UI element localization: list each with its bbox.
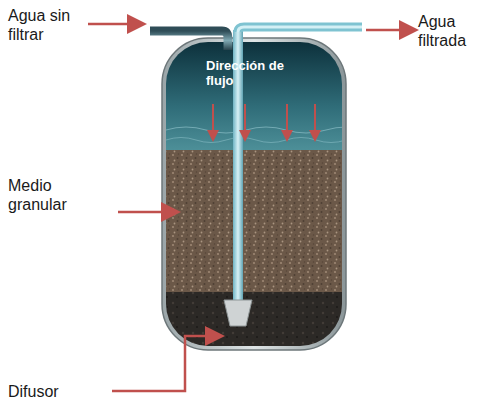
- label-holder: Agua sin filtrar: [8, 6, 86, 44]
- flow-label: Dirección de flujo: [206, 58, 306, 88]
- label-holder: Difusor: [8, 382, 108, 401]
- part-label: Agua filtrada: [418, 12, 488, 50]
- label-holder: Medio granular: [8, 176, 108, 214]
- part-label: Medio granular: [8, 176, 108, 214]
- label-holder: Dirección de flujo: [206, 58, 306, 88]
- part-label: Difusor: [8, 382, 108, 401]
- part-label: Agua sin filtrar: [8, 6, 86, 44]
- label-holder: Agua filtrada: [418, 12, 488, 50]
